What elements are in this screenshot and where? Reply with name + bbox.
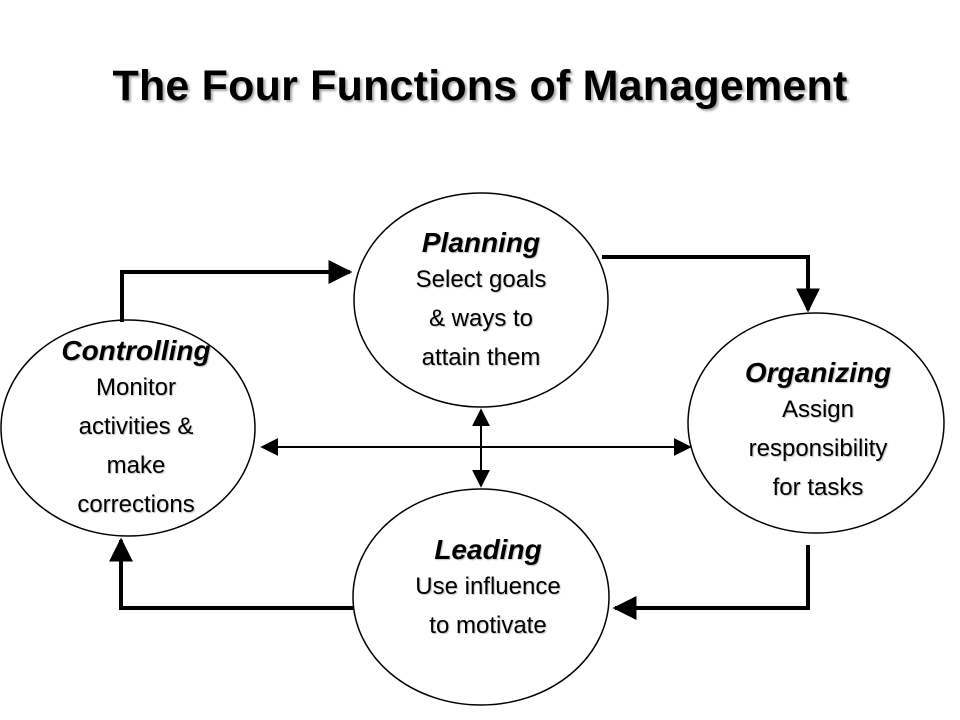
- page-title: The Four Functions of Management: [112, 62, 848, 110]
- controlling-node: Controlling Monitor activities & make co…: [36, 334, 236, 524]
- planning-node: Planning Select goals & ways to attain t…: [381, 226, 581, 377]
- controlling-line: make: [106, 452, 166, 479]
- planning-description: Select goals & ways to attain them: [381, 260, 581, 377]
- leading-line: Use influence: [415, 573, 561, 600]
- planning-line: attain them: [421, 344, 541, 371]
- leading-node: Leading Use influence to motivate: [378, 533, 598, 645]
- leading-description: Use influence to motivate: [378, 567, 598, 645]
- leading-ellipse: [352, 488, 610, 706]
- leading-line: to motivate: [429, 612, 547, 639]
- controlling-heading: Controlling: [61, 335, 211, 366]
- arrow-organizing-to-leading: [612, 545, 810, 620]
- controlling-description: Monitor activities & make corrections: [36, 368, 236, 524]
- organizing-line: responsibility: [748, 435, 888, 462]
- organizing-line: Assign: [781, 396, 855, 423]
- organizing-line: for tasks: [772, 474, 864, 501]
- controlling-line: corrections: [77, 491, 195, 518]
- controlling-line: Monitor: [95, 374, 177, 401]
- controlling-line: activities &: [78, 413, 194, 440]
- planning-line: Select goals: [415, 266, 547, 293]
- leading-heading: Leading: [434, 534, 542, 565]
- organizing-description: Assign responsibility for tasks: [713, 390, 923, 507]
- planning-heading: Planning: [421, 227, 541, 258]
- controlling-ellipse: [0, 319, 256, 537]
- arrow-planning-to-organizing: [602, 255, 820, 313]
- planning-ellipse: [353, 192, 609, 408]
- planning-line: & ways to: [428, 305, 534, 332]
- organizing-ellipse: [687, 312, 945, 534]
- arrow-controlling-to-planning: [120, 260, 353, 322]
- arrow-leading-to-controlling: [109, 537, 353, 610]
- organizing-heading: Organizing: [744, 357, 892, 388]
- organizing-node: Organizing Assign responsibility for tas…: [713, 356, 923, 507]
